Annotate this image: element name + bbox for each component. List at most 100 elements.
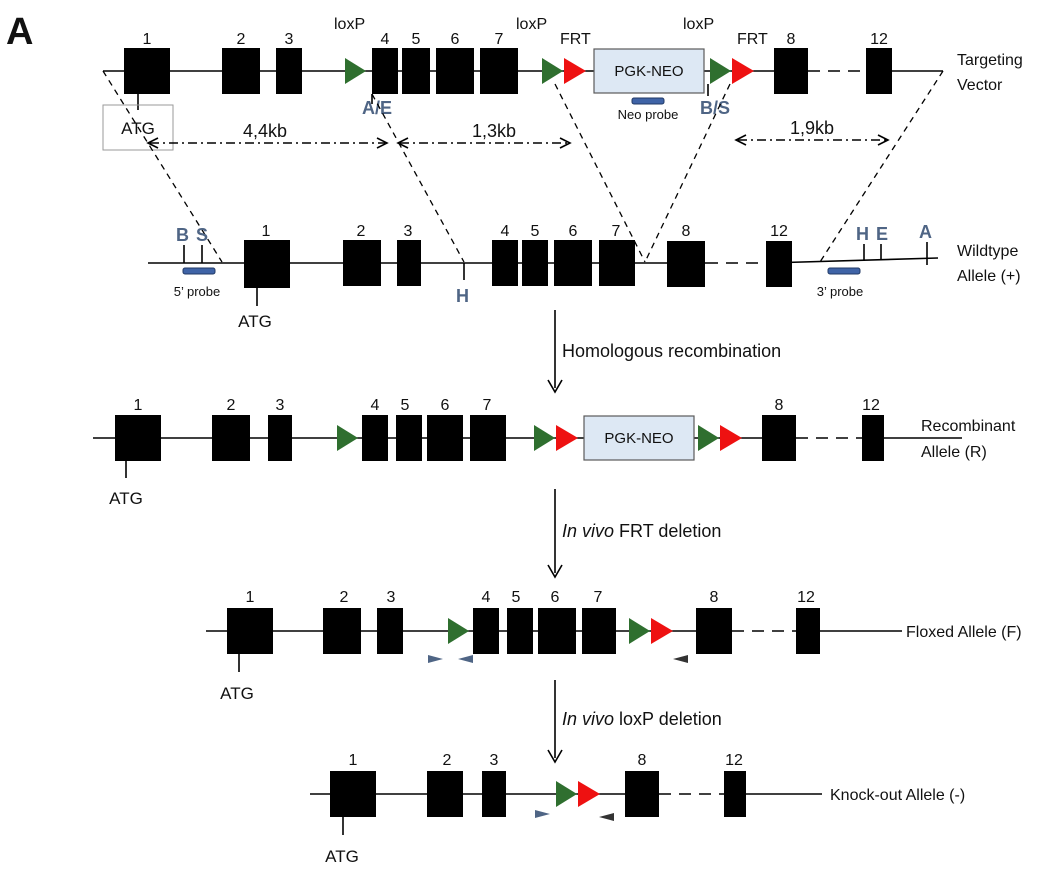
flox-exon-7-label: 7 — [594, 589, 603, 606]
rec-exon-12 — [862, 415, 884, 461]
rec-loxp-1-icon — [337, 425, 358, 451]
wt-exon-12 — [766, 241, 792, 287]
vector-frt-2-label: FRT — [737, 31, 768, 48]
vector-loxp-2-icon — [542, 58, 563, 84]
wt-exon-3 — [397, 240, 421, 286]
step-loxp-rest: loxP deletion — [614, 709, 722, 729]
ko-exon-3 — [482, 771, 506, 817]
flox-exon-4 — [473, 608, 499, 654]
wt-exon-6-label: 6 — [569, 223, 578, 240]
rec-exon-3 — [268, 415, 292, 461]
flox-exon-5-label: 5 — [512, 589, 521, 606]
vector-exon-8-label: 8 — [787, 31, 796, 48]
rec-label-line1: Recombinant — [921, 418, 1016, 435]
rec-pgk-neo-box — [583, 415, 695, 461]
homology-line-5 — [819, 70, 944, 263]
vector-exon-5-label: 5 — [412, 31, 421, 48]
ko-atg-label: ATG — [325, 847, 359, 866]
vector-label-line1: Targeting — [957, 52, 1023, 69]
vector-frt-1-label: FRT — [560, 31, 591, 48]
knockout-allele: 1 2 3 8 12 ATG Knock-out Allele (-) — [310, 752, 965, 866]
step-frt-label: In vivo FRT deletion — [562, 521, 721, 541]
step-loxp-label: In vivo loxP deletion — [562, 709, 722, 729]
rec-frt-1-icon — [556, 425, 578, 451]
wt-exon-12-label: 12 — [770, 223, 788, 240]
targeting-vector: 1 2 3 4 5 6 7 8 12 loxP loxP FRT loxP FR… — [102, 16, 1023, 151]
wt-exon-5 — [522, 240, 548, 286]
vector-pgk-neo-label: PGK-NEO — [614, 63, 683, 80]
wt-site-a: A — [919, 222, 932, 242]
vector-exon-1-label: 1 — [143, 31, 152, 48]
step-3-arrow-icon — [547, 749, 563, 764]
distance-markers: 4,4kb 1,3kb 1,9kb — [146, 118, 890, 149]
rec-exon-4-label: 4 — [371, 397, 380, 414]
vector-exon-8 — [774, 48, 808, 94]
distance-19-label: 1,9kb — [790, 118, 834, 138]
vector-frt-2-icon — [732, 58, 754, 84]
vector-atg-box — [102, 104, 174, 151]
wt-exon-4-label: 4 — [501, 223, 510, 240]
step-2-arrow-icon — [547, 564, 563, 579]
flox-exon-2 — [323, 608, 361, 654]
rec-exon-8-label: 8 — [775, 397, 784, 414]
vector-exon-5 — [402, 48, 430, 94]
ko-loxp-icon — [556, 781, 577, 807]
ko-exon-1 — [330, 771, 376, 817]
flox-frt-icon — [651, 618, 673, 644]
wt-site-e: E — [876, 224, 888, 244]
flox-exon-8 — [696, 608, 732, 654]
flox-exon-3 — [377, 608, 403, 654]
flox-loxp-1-icon — [448, 618, 469, 644]
rec-pgk-neo-label: PGK-NEO — [604, 430, 673, 447]
homology-line-2 — [371, 93, 465, 263]
vector-exon-6-label: 6 — [451, 31, 460, 48]
rec-frt-2-icon — [720, 425, 742, 451]
rec-exon-7 — [470, 415, 506, 461]
rec-exon-1-label: 1 — [134, 397, 143, 414]
rec-exon-5 — [396, 415, 422, 461]
vector-pgk-neo-box — [593, 48, 705, 94]
probe-5-bar — [182, 267, 216, 275]
wt-backbone-right — [767, 257, 939, 264]
flox-primer-fwd-icon — [428, 655, 443, 663]
rec-loxp-3-icon — [698, 425, 719, 451]
flox-exon-8-label: 8 — [710, 589, 719, 606]
vector-site-bs: B/S — [700, 98, 730, 118]
wt-site-h-mid: H — [456, 286, 469, 306]
vector-label-line2: Vector — [957, 77, 1003, 94]
ko-exon-1-label: 1 — [349, 752, 358, 769]
wt-exon-2-label: 2 — [357, 223, 366, 240]
flox-exon-6-label: 6 — [551, 589, 560, 606]
flox-primer-rev-icon — [458, 655, 473, 663]
ko-frt-icon — [578, 781, 600, 807]
wt-exon-7-label: 7 — [612, 223, 621, 240]
ko-primer-rev-icon — [599, 813, 614, 821]
vector-loxp-3-label: loxP — [683, 16, 714, 33]
floxed-allele: 1 2 3 4 5 6 7 8 12 ATG Floxed Allele (F) — [206, 589, 1022, 703]
step-1-arrow-icon — [547, 379, 563, 394]
wt-exon-2 — [343, 240, 381, 286]
ko-exon-2-label: 2 — [443, 752, 452, 769]
step-frt-deletion: In vivo FRT deletion — [547, 489, 721, 579]
ko-exon-12 — [724, 771, 746, 817]
vector-loxp-2-label: loxP — [516, 16, 547, 33]
flox-primer-rev2-icon — [673, 655, 688, 663]
rec-exon-5-label: 5 — [401, 397, 410, 414]
flox-exon-4-label: 4 — [482, 589, 491, 606]
flox-exon-12 — [796, 608, 820, 654]
flox-atg-label: ATG — [220, 684, 254, 703]
distance-44-arrow-left — [146, 137, 159, 149]
probe-5-label: 5’ probe — [174, 284, 221, 299]
wt-exon-7 — [599, 240, 635, 286]
rec-exon-6-label: 6 — [441, 397, 450, 414]
neo-probe-label: Neo probe — [618, 107, 679, 122]
rec-exon-4 — [362, 415, 388, 461]
probe-3-bar — [827, 267, 861, 275]
step-frt-rest: FRT deletion — [614, 521, 721, 541]
distance-44-label: 4,4kb — [243, 121, 287, 141]
vector-exon-7-label: 7 — [495, 31, 504, 48]
ko-label: Knock-out Allele (-) — [830, 787, 965, 804]
wt-atg-label: ATG — [238, 312, 272, 331]
flox-label: Floxed Allele (F) — [906, 624, 1022, 641]
